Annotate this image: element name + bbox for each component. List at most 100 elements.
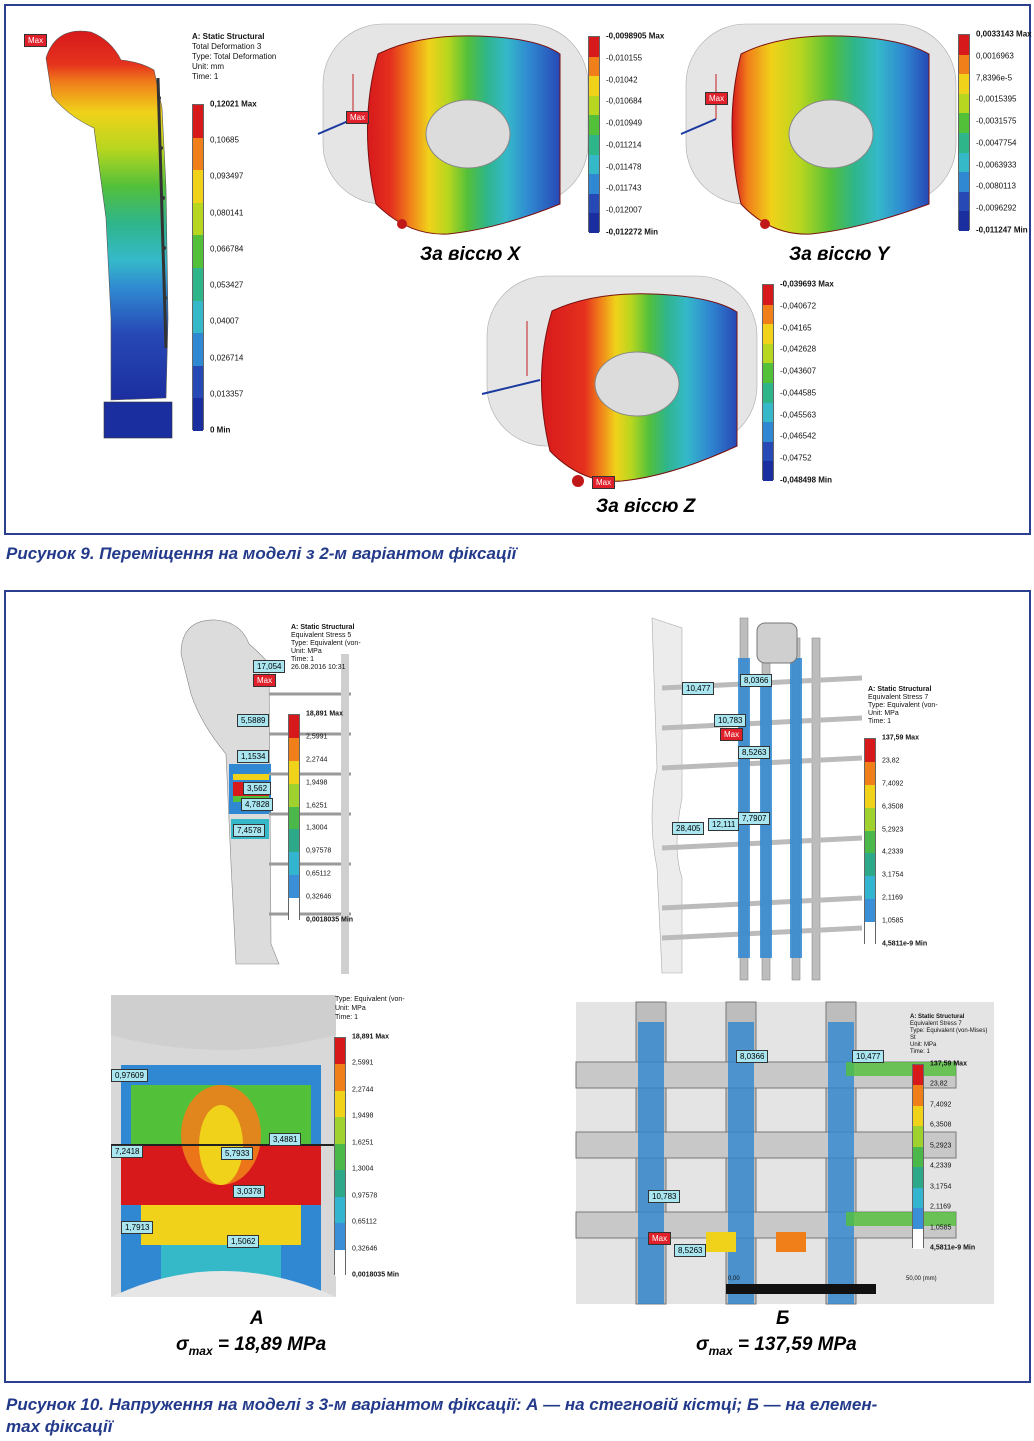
legend-color-segment: [289, 806, 299, 830]
fig10-zoom-tag: 0,97609: [111, 1069, 148, 1082]
fig10-fix-info: A: Static Structural Equivalent Stress 7…: [868, 686, 938, 726]
legend-color-segment: [763, 422, 773, 442]
fig10-fix-tag: 28,405: [672, 822, 705, 835]
info-line: A: Static Structural: [868, 686, 932, 693]
info-line: Unit: MPa: [291, 648, 322, 655]
legend-label: -0,011743: [606, 183, 642, 193]
legend-color-segment: [959, 113, 969, 133]
fig10-fixator-image: [651, 617, 863, 981]
legend-color-segment: [763, 461, 773, 481]
fig9-x-max-tag: Max: [346, 111, 370, 124]
sigma-subscript: max: [708, 1343, 733, 1358]
figure10-caption-line1: Рисунок 10. Напруження на моделі з 3-м в…: [6, 1395, 878, 1414]
legend-colorbar: [912, 1064, 924, 1249]
legend-color-segment: [289, 783, 299, 807]
fig10-bone-max-tag: Max: [253, 674, 277, 687]
legend-color-segment: [193, 235, 203, 268]
info-line: Time: 1: [868, 718, 892, 725]
legend-color-segment: [865, 739, 875, 762]
legend-color-segment: [763, 324, 773, 344]
legend-color-segment: [913, 1065, 923, 1086]
info-line: Total Deformation 3: [192, 42, 262, 51]
legend-color-segment: [589, 193, 599, 214]
fig10-fix-max-tag: Max: [720, 728, 744, 741]
legend-color-segment: [193, 137, 203, 171]
legend-label: 1,3004: [352, 1165, 374, 1173]
info-line: Unit: mm: [192, 62, 224, 71]
legend-color-segment: [289, 875, 299, 898]
legend-color-segment: [589, 37, 599, 57]
legend-label: -0,011478: [606, 162, 642, 172]
fig10-fix-tag: 12,111: [708, 818, 740, 831]
legend-label: 0,0033143 Max: [976, 29, 1032, 39]
legend-label: 2,2744: [352, 1086, 374, 1094]
sigma-symbol: σ: [696, 1334, 709, 1355]
legend-label: 1,6251: [306, 802, 328, 810]
legend-color-segment: [193, 365, 203, 399]
figure10-caption-line2: тах фіксації: [6, 1417, 113, 1436]
fig10-scale-left: 0,00: [728, 1276, 740, 1282]
legend-color-segment: [193, 105, 203, 138]
legend-color-segment: [589, 56, 599, 77]
legend-color-segment: [289, 760, 299, 784]
legend-label: 2,5991: [306, 733, 328, 741]
fig9-x-legend: -0,0098905 Max-0,010155-0,01042-0,010684…: [588, 32, 664, 237]
legend-label: 0,32646: [352, 1245, 378, 1253]
legend-color-segment: [589, 154, 599, 175]
legend-color-segment: [763, 441, 773, 462]
legend-label: 5,2923: [930, 1142, 952, 1150]
legend-label: 6,3508: [930, 1121, 952, 1129]
legend-label: 0 Min: [210, 425, 231, 435]
legend-color-segment: [763, 343, 773, 364]
info-line: Type: Equivalent (von-Mises) St: [910, 1028, 988, 1041]
legend-color-segment: [865, 853, 875, 877]
info-line: Type: Total Deformation: [192, 52, 277, 61]
legend-label: 137,59 Max: [882, 734, 919, 742]
legend-label: -0,010684: [606, 96, 643, 106]
legend-label: -0,048498 Min: [780, 475, 833, 485]
legend-label: -0,012272 Min: [606, 227, 659, 237]
legend-label: 0,97578: [352, 1192, 378, 1200]
legend-color-segment: [335, 1117, 345, 1144]
legend-colorbar: [334, 1037, 346, 1276]
legend-label: 2,1169: [882, 894, 903, 902]
legend-color-segment: [589, 213, 599, 233]
legend-label: 1,6251: [352, 1139, 374, 1147]
legend-color-segment: [959, 211, 969, 231]
legend-color-segment: [913, 1228, 923, 1249]
legend-label: 2,2744: [306, 756, 328, 764]
legend-colorbar: [588, 36, 600, 233]
info-line: A: Static Structural: [291, 624, 355, 631]
legend-color-segment: [289, 829, 299, 853]
info-line: Time: 1: [192, 72, 219, 81]
fig10-sigma-a: σmax = 18,89 MPa: [176, 1334, 326, 1358]
fig10-bone-tag: 5,5889: [237, 714, 270, 727]
fig9-y-label: За віссю Y: [789, 244, 890, 265]
legend-label: -0,010155: [606, 53, 643, 63]
legend-label: -0,0063933: [976, 160, 1017, 170]
legend-label: 4,5811e-9 Min: [882, 940, 928, 948]
legend-color-segment: [865, 761, 875, 785]
legend-label: 0,12021 Max: [210, 99, 257, 109]
fig9-z-image: [481, 275, 758, 487]
legend-label: -0,010949: [606, 118, 643, 128]
fig10-zoom-tag: 1,7913: [121, 1221, 154, 1234]
fig10-fix-zoom-panel: 8,0366 10,477 10,783 Max 8,5263 A: Stati…: [575, 1001, 994, 1305]
info-line: Time: 1: [335, 1014, 359, 1021]
figure9-frame: Max A: Static Structural Total Deformati…: [4, 4, 1032, 535]
legend-color-segment: [589, 115, 599, 135]
fig9-z-label: За віссю Z: [596, 496, 696, 517]
legend-color-segment: [589, 76, 599, 96]
legend-color-segment: [193, 267, 203, 301]
fig10-label-b: Б: [776, 1308, 790, 1329]
legend-label: 23,82: [882, 757, 900, 765]
legend-color-segment: [913, 1187, 923, 1209]
legend-label: 1,3004: [306, 824, 328, 832]
legend-color-segment: [959, 93, 969, 114]
fig10-zoom-tag: 3,4881: [269, 1133, 302, 1146]
fig9-femur-image: [45, 30, 173, 439]
legend-color-segment: [335, 1170, 345, 1197]
info-line: Type: Equivalent (von-: [335, 996, 405, 1003]
